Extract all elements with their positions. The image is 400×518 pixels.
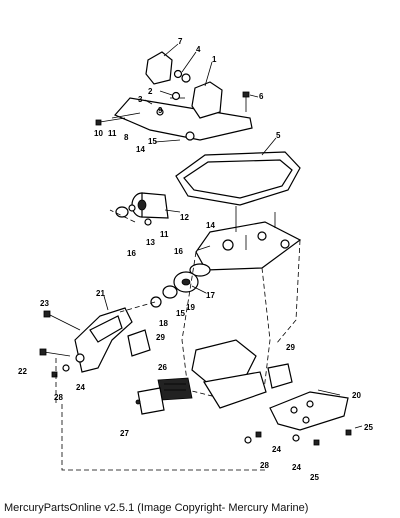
leader-lines <box>103 43 363 429</box>
callout-11a: 11 <box>108 129 117 138</box>
callout-24a: 24 <box>76 383 85 392</box>
callout-labels: 1 2 3 4 5 6 7 8 9 10 11 11 12 13 14 14 1… <box>18 37 373 482</box>
callout-24b: 24 <box>272 445 281 454</box>
callout-25b: 25 <box>310 473 319 482</box>
upper-mount-bracket <box>114 51 253 141</box>
callout-21: 21 <box>96 289 105 298</box>
dashed-leaders <box>55 209 268 471</box>
callout-7: 7 <box>178 37 183 46</box>
lower-mount-bracket <box>191 339 267 409</box>
image-caption: MercuryPartsOnline v2.5.1 (Image Copyrig… <box>4 502 309 514</box>
adapter-plate <box>195 206 302 271</box>
callout-20: 20 <box>352 391 361 400</box>
callout-24c: 24 <box>292 463 301 472</box>
callout-29b: 29 <box>286 343 295 352</box>
exploded-parts-diagram: 1 2 3 4 5 6 7 8 9 10 11 11 12 13 14 14 1… <box>18 37 373 482</box>
callout-14b: 14 <box>206 221 215 230</box>
callout-26: 26 <box>158 363 167 372</box>
callout-15a: 15 <box>148 137 157 146</box>
callout-8: 8 <box>124 133 129 142</box>
callout-11b: 11 <box>160 230 169 239</box>
callout-10: 10 <box>94 129 103 138</box>
rubber-block-26 <box>157 377 193 401</box>
callout-22: 22 <box>18 367 27 376</box>
screw-6 <box>242 91 250 112</box>
rubber-mount-12 <box>115 192 169 226</box>
callout-6: 6 <box>259 92 264 101</box>
callout-28b: 28 <box>260 461 269 470</box>
lower-bracket-20 <box>269 391 349 431</box>
clamp-bracket-21 <box>74 307 133 373</box>
callout-12: 12 <box>180 213 189 222</box>
callout-5: 5 <box>276 131 281 140</box>
callout-9: 9 <box>158 106 163 115</box>
callout-19: 19 <box>186 303 195 312</box>
bracket-screws <box>95 91 185 143</box>
callout-23: 23 <box>40 299 49 308</box>
callout-25a: 25 <box>364 423 373 432</box>
callout-28a: 28 <box>54 393 63 402</box>
callout-18: 18 <box>159 319 168 328</box>
lower-mount-stack <box>150 263 211 308</box>
callout-15b: 15 <box>176 309 185 318</box>
callout-14a: 14 <box>136 145 145 154</box>
bolts-22-23 <box>39 310 81 357</box>
callout-4: 4 <box>196 45 201 54</box>
gasket-seal <box>175 151 301 206</box>
callout-3: 3 <box>138 95 143 104</box>
callout-2: 2 <box>148 87 153 96</box>
callout-16b: 16 <box>174 247 183 256</box>
callout-17: 17 <box>206 291 215 300</box>
callout-13: 13 <box>146 238 155 247</box>
callout-16a: 16 <box>127 249 136 258</box>
callout-27: 27 <box>120 429 129 438</box>
mount-blocks-29 <box>127 329 293 415</box>
callout-29a: 29 <box>156 333 165 342</box>
left-fasteners <box>51 364 70 378</box>
right-fasteners <box>244 429 352 446</box>
callout-1: 1 <box>212 55 217 64</box>
